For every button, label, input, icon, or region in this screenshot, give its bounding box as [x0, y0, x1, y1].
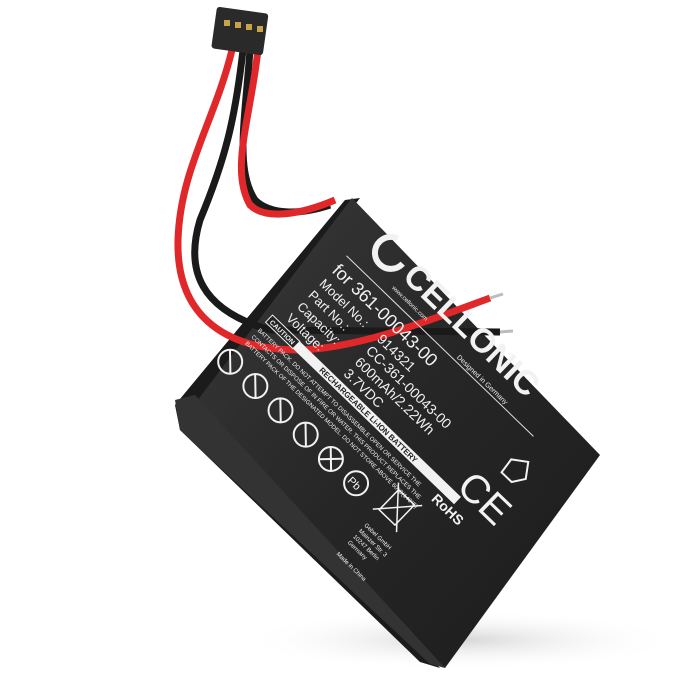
battery-edge [175, 395, 445, 668]
battery-body [190, 198, 600, 668]
red-wire [174, 49, 492, 354]
rechargeable-bar [267, 316, 461, 505]
connector[interactable] [211, 6, 269, 56]
black-wire [191, 49, 501, 336]
red-wire-2 [237, 49, 337, 218]
weee-bin-icon [372, 482, 423, 533]
caution-box [264, 314, 301, 350]
no-disassemble-icon [217, 348, 244, 375]
divider [346, 255, 534, 437]
red-wire-tip [489, 292, 504, 300]
black-wire-tip [499, 329, 514, 334]
no-short-icon [292, 421, 319, 448]
no-fire-icon [317, 445, 344, 472]
recycle-icon [500, 458, 530, 484]
no-crush-icon [242, 373, 269, 400]
no-puncture-icon [267, 397, 294, 424]
connector-pins [224, 20, 263, 32]
